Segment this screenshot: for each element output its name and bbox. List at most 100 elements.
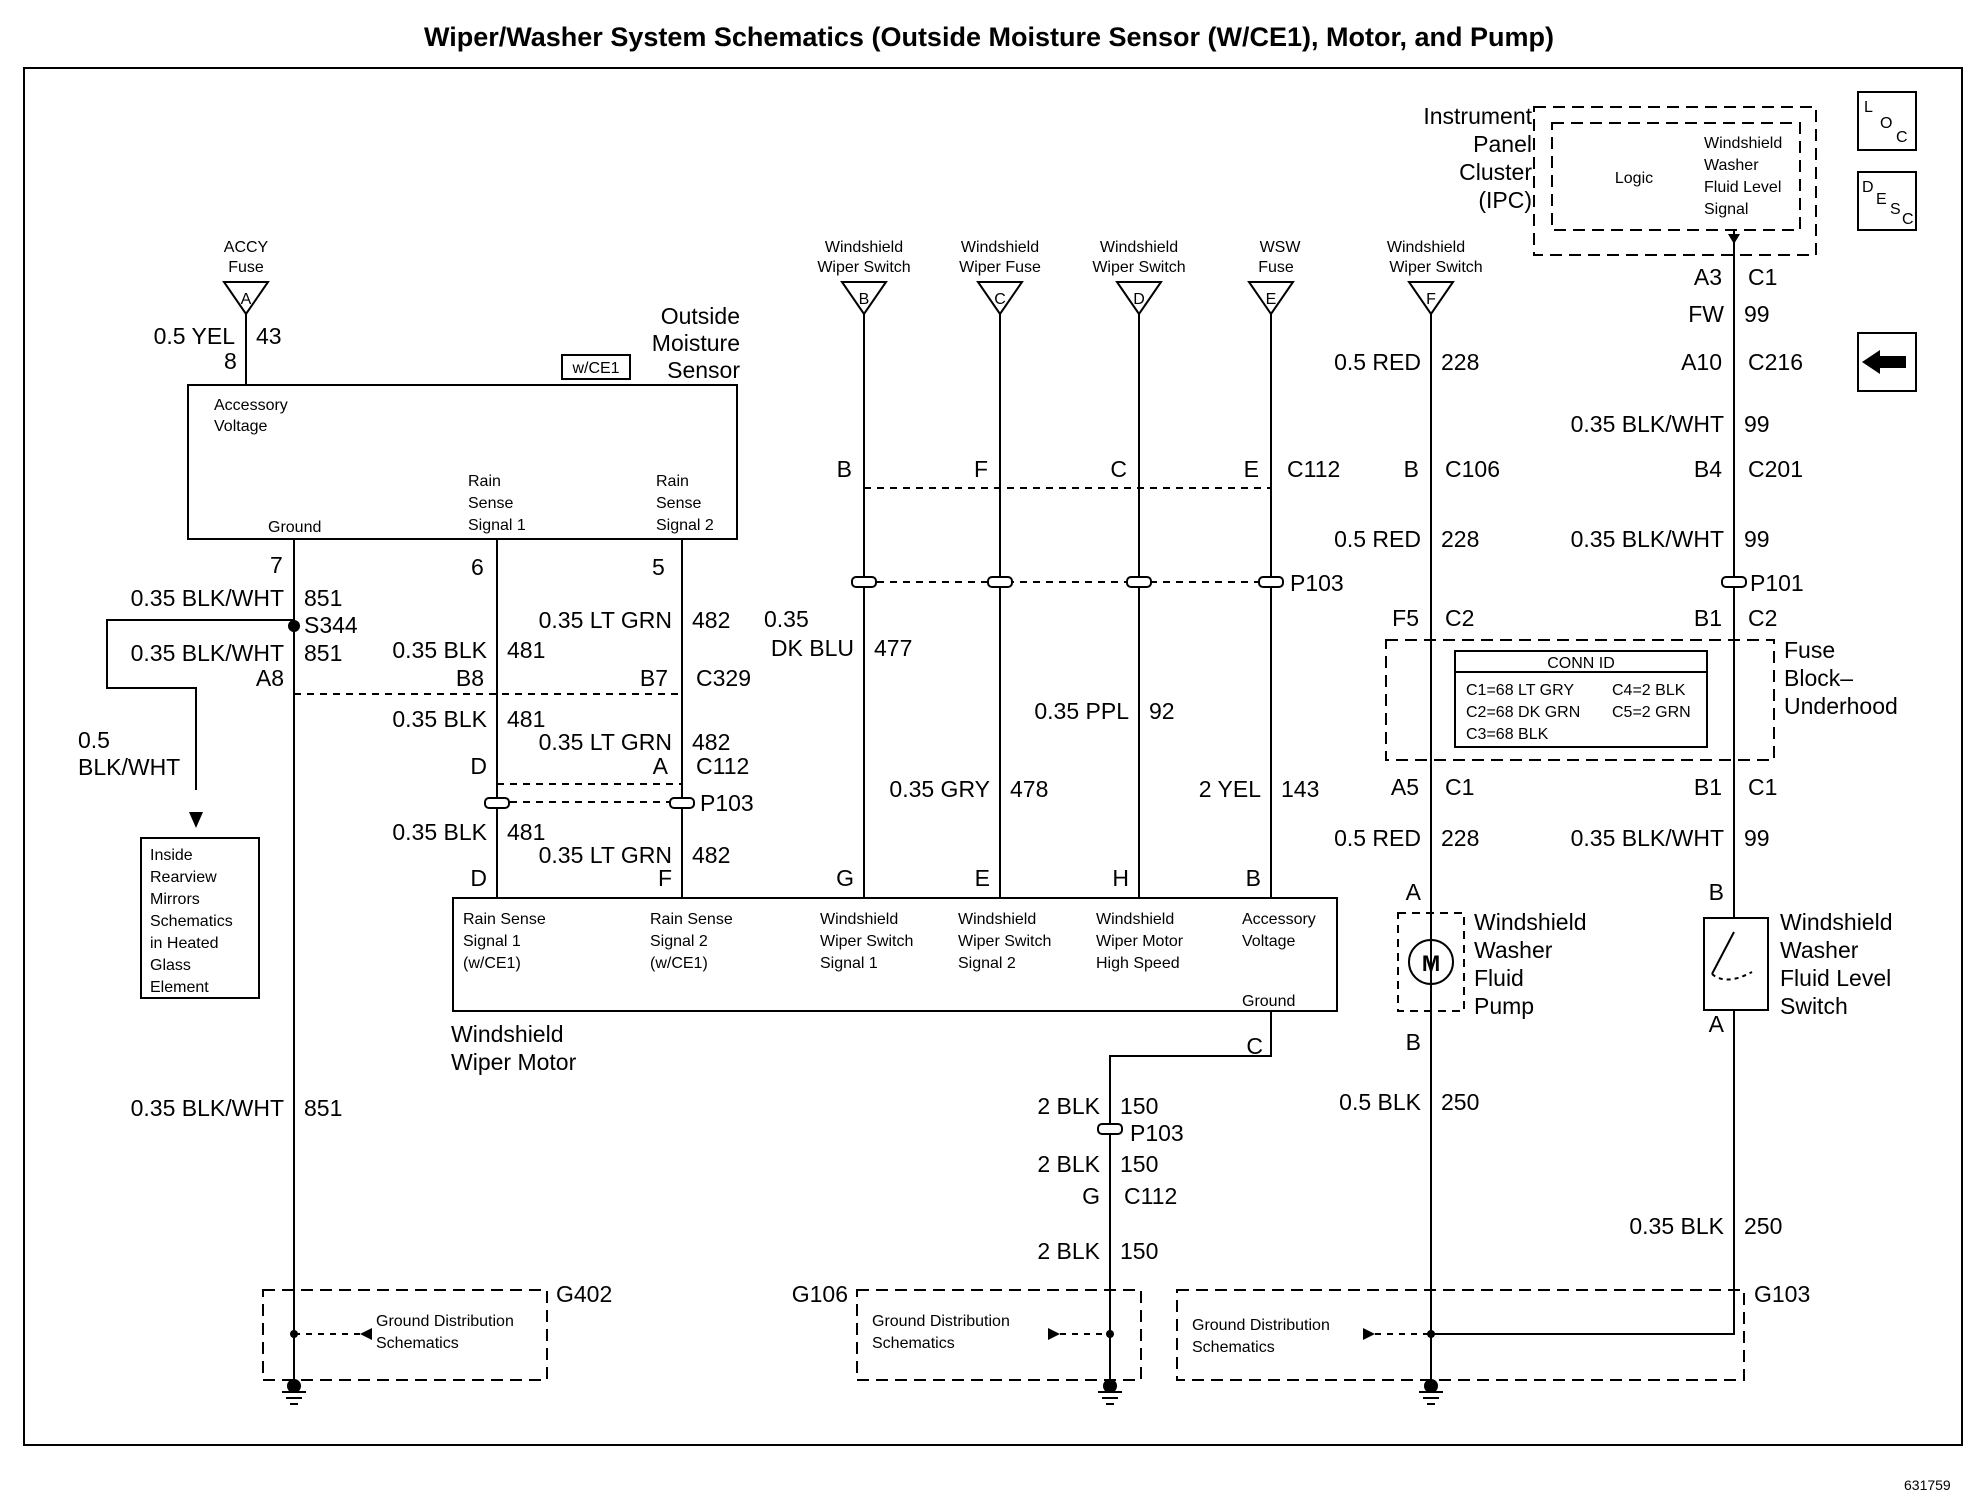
sensor-accessory-2: Voltage xyxy=(214,418,267,435)
schematic-label: Signal xyxy=(1704,201,1748,218)
schematic-label: Logic xyxy=(1615,170,1653,187)
schematic-label: Accessory xyxy=(1242,911,1316,928)
schematic-label: E xyxy=(975,865,990,891)
schematic-label: 250 xyxy=(1744,1213,1782,1239)
schematic-label: Signal 1 xyxy=(463,933,521,950)
schematic-label: Washer xyxy=(1780,937,1859,963)
schematic-label: A3 xyxy=(1694,264,1722,290)
schematic-label: 250 xyxy=(1441,1089,1479,1115)
schematic-label: F xyxy=(658,865,672,891)
accy-fuse-letter: A xyxy=(241,291,252,308)
schematic-label: Schematics xyxy=(150,913,233,930)
schematic-label: 0.35 PPL xyxy=(1034,698,1129,724)
ipc-box xyxy=(1533,106,1817,256)
schematic-label: C216 xyxy=(1748,349,1803,375)
wiper-fuse-c-triangle xyxy=(976,281,1024,316)
description-icon[interactable] xyxy=(1857,171,1917,231)
schematic-label: 0.35 BLK xyxy=(392,706,487,732)
schematic-frame xyxy=(23,67,1963,1446)
schematic-label: G402 xyxy=(556,1281,612,1307)
schematic-label: Windshield xyxy=(1704,135,1782,152)
schematic-label: Ground Distribution xyxy=(376,1313,514,1330)
schematic-label: 482 xyxy=(692,729,730,755)
schematic-label: Underhood xyxy=(1784,693,1898,719)
schematic-label: 0.35 BLK xyxy=(1629,1213,1724,1239)
schematic-label: 0.35 BLK xyxy=(392,819,487,845)
schematic-label: 0.35 BLK/WHT xyxy=(131,640,284,666)
schematic-label: G xyxy=(836,865,854,891)
schematic-label: 0.35 xyxy=(764,606,809,632)
schematic-label: A xyxy=(1406,879,1422,905)
sensor-title-3: Sensor xyxy=(667,357,740,383)
schematic-label: E xyxy=(1244,456,1259,482)
location-icon[interactable] xyxy=(1857,91,1917,151)
schematic-label: C xyxy=(1902,211,1914,228)
fuse-c-label-2: Wiper Fuse xyxy=(959,259,1041,276)
schematic-label: BLK/WHT xyxy=(78,754,180,780)
schematic-label: B xyxy=(837,456,852,482)
schematic-label: Wiper Switch xyxy=(958,933,1051,950)
sensor-accessory-1: Accessory xyxy=(214,397,288,414)
schematic-label: P103 xyxy=(1290,570,1344,596)
schematic-label: Wiper Motor xyxy=(451,1049,577,1075)
schematic-label: A5 xyxy=(1391,774,1419,800)
schematic-label: Wiper Switch xyxy=(820,933,913,950)
schematic-label: 150 xyxy=(1120,1238,1158,1264)
schematic-label: C112 xyxy=(1287,456,1340,482)
schematic-label: 0.5 BLK xyxy=(1339,1089,1421,1115)
schematic-label: D xyxy=(470,753,487,779)
schematic-label: Ground Distribution xyxy=(872,1313,1010,1330)
schematic-label: 2 BLK xyxy=(1037,1151,1100,1177)
schematic-label: C2=68 DK GRN xyxy=(1466,704,1580,721)
schematic-label: C329 xyxy=(696,665,751,691)
schematic-label: G xyxy=(1082,1183,1100,1209)
fuse-e-letter: E xyxy=(1266,291,1277,308)
washer-pump-box xyxy=(1397,912,1465,1012)
schematic-label: Windshield xyxy=(820,911,898,928)
schematic-label: Voltage xyxy=(1242,933,1295,950)
inside-mirror-schematics-box xyxy=(140,837,260,999)
schematic-label: Windshield xyxy=(451,1021,564,1047)
schematic-label: Fluid Level xyxy=(1704,179,1781,196)
schematic-label: C106 xyxy=(1445,456,1500,482)
schematic-label: C112 xyxy=(696,753,749,779)
schematic-label: Windshield xyxy=(958,911,1036,928)
schematic-label: Schematics xyxy=(376,1335,459,1352)
schematic-label: 143 xyxy=(1281,776,1319,802)
pump-motor-symbol xyxy=(1408,939,1454,985)
schematic-label: 477 xyxy=(874,635,912,661)
schematic-label: Wiper Motor xyxy=(1096,933,1184,950)
schematic-label: Washer xyxy=(1704,157,1759,174)
schematic-label: High Speed xyxy=(1096,955,1180,972)
pin-6: 6 xyxy=(471,554,484,580)
sensor-rain1-1: Rain xyxy=(468,473,501,490)
schematic-label: 228 xyxy=(1441,526,1479,552)
schematic-label: Fluid Level xyxy=(1780,965,1891,991)
fuse-c-label-1: Windshield xyxy=(961,239,1039,256)
schematic-label: B1 xyxy=(1694,605,1722,631)
schematic-label: Ground xyxy=(1242,993,1295,1010)
schematic-label: Instrument xyxy=(1423,103,1532,129)
schematic-label: H xyxy=(1112,865,1129,891)
schematic-label: (w/CE1) xyxy=(650,955,708,972)
schematic-label: (IPC) xyxy=(1478,187,1532,213)
g103-box xyxy=(1176,1289,1745,1381)
schematic-label: 481 xyxy=(507,637,545,663)
fuse-b-label-2: Wiper Switch xyxy=(817,259,910,276)
schematic-label: 0.5 YEL xyxy=(154,323,236,349)
schematic-label: P103 xyxy=(700,790,754,816)
schematic-label: 0.35 LT GRN xyxy=(539,729,672,755)
back-arrow-icon[interactable] xyxy=(1857,332,1917,392)
schematic-label: S xyxy=(1890,201,1901,218)
schematic-label: 0.5 RED xyxy=(1334,825,1421,851)
schematic-label: C1 xyxy=(1445,774,1474,800)
schematic-label: 0.5 RED xyxy=(1334,526,1421,552)
conn-id-box xyxy=(1454,650,1708,748)
schematic-label: 99 xyxy=(1744,301,1770,327)
schematic-label: Pump xyxy=(1474,993,1534,1019)
schematic-label: B4 xyxy=(1694,456,1722,482)
schematic-label: F xyxy=(974,456,988,482)
schematic-label: 478 xyxy=(1010,776,1048,802)
figure-number: 631759 xyxy=(1904,1477,1951,1493)
schematic-label: 150 xyxy=(1120,1151,1158,1177)
